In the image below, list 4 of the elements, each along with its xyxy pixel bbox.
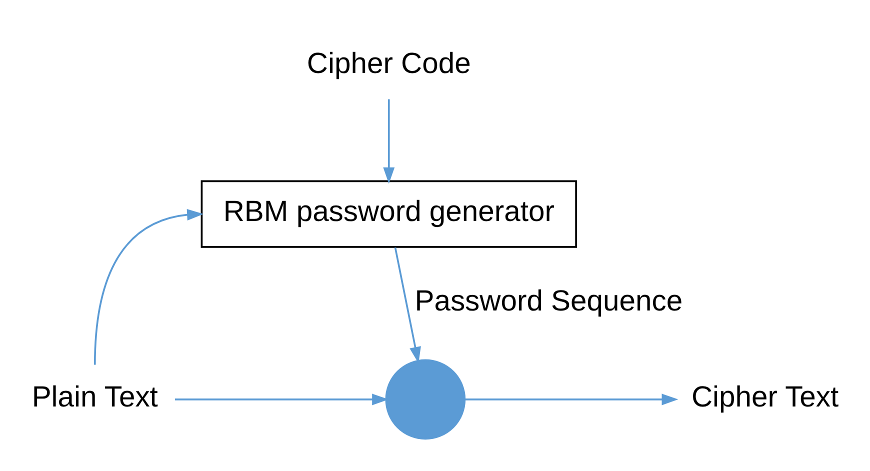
edge-label: Password Sequence: [414, 285, 683, 318]
node-text: Plain Text: [32, 380, 158, 413]
node-text: Cipher Text: [691, 380, 839, 413]
node-text: Cipher Code: [306, 48, 471, 80]
